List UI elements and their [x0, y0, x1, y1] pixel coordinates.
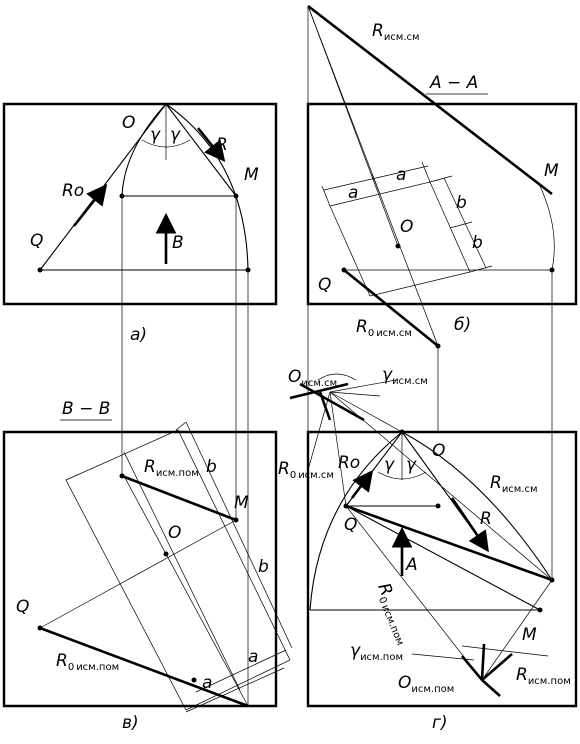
label-b-O: O — [400, 217, 413, 237]
label-b-b2: b — [472, 233, 483, 253]
q-m-line-g — [345, 504, 553, 582]
label-a-M: M — [244, 165, 259, 185]
label-v-a2: a — [248, 647, 258, 667]
label-v-b1: b — [206, 457, 217, 477]
arc-a-left — [121, 103, 167, 197]
label-a-gamma2: γ — [170, 125, 181, 145]
label-v-O: O — [168, 523, 181, 543]
label-b-Q: Q — [318, 275, 331, 295]
label-g-R: R — [480, 509, 492, 529]
label-b-R: Rисм.см — [372, 21, 420, 43]
label-a-Q: Q — [30, 231, 43, 251]
caption-a: а) — [130, 325, 147, 345]
label-b-M: M — [544, 161, 559, 181]
projection-lines — [121, 6, 553, 706]
view-a: O R M Ro Q B γ γ а) — [2, 102, 278, 345]
caption-g: г) — [432, 713, 448, 733]
label-b-a2: a — [396, 165, 406, 185]
label-a-gamma1: γ — [150, 125, 161, 145]
label-b-a1: a — [348, 183, 358, 203]
r0-radius-b — [343, 268, 439, 348]
label-g-A: A — [405, 555, 418, 575]
section-title-b: B − B — [62, 399, 110, 419]
caption-v: в) — [122, 713, 139, 733]
label-g-Ro: Ro — [338, 453, 360, 473]
r-radius-v — [121, 474, 237, 522]
label-v-R: Rисм.пом — [144, 457, 199, 479]
label-g-gcs: γисм.см — [382, 365, 428, 387]
label-g-O: O — [432, 441, 445, 461]
label-v-M: M — [234, 493, 249, 513]
arc-a — [165, 103, 249, 271]
r-radius-b — [307, 4, 553, 196]
label-b-b1: b — [456, 193, 467, 213]
label-v-b2: b — [258, 557, 269, 577]
label-a-O: O — [122, 113, 135, 133]
label-g-gamma2: γ — [406, 455, 417, 475]
label-g-R0cp: R0исм.пом — [372, 580, 416, 647]
label-v-a1: a — [202, 673, 212, 693]
caption-b: б) — [454, 315, 471, 335]
label-a-Ro: Ro — [62, 181, 84, 201]
frame-v — [2, 430, 278, 708]
label-g-gcp: γисм.пом — [350, 641, 403, 663]
label-g-Ocs: Oисм.см — [288, 367, 337, 389]
frame-a — [2, 102, 278, 306]
frame-g — [306, 430, 578, 708]
r0-radius-v — [39, 626, 249, 708]
section-title-a: A − A — [429, 73, 478, 93]
label-v-Q: Q — [16, 597, 29, 617]
label-g-gamma1: γ — [384, 455, 395, 475]
label-a-B: B — [172, 233, 184, 253]
label-a-R: R — [216, 135, 228, 155]
label-g-M: M — [522, 625, 537, 645]
label-g-Q: Q — [344, 515, 357, 535]
label-g-Rcp: Rисм.пом — [516, 665, 571, 687]
label-g-Rcs: Rисм.см — [490, 473, 538, 495]
label-g-Ocp: Oисм.пом — [398, 673, 454, 695]
